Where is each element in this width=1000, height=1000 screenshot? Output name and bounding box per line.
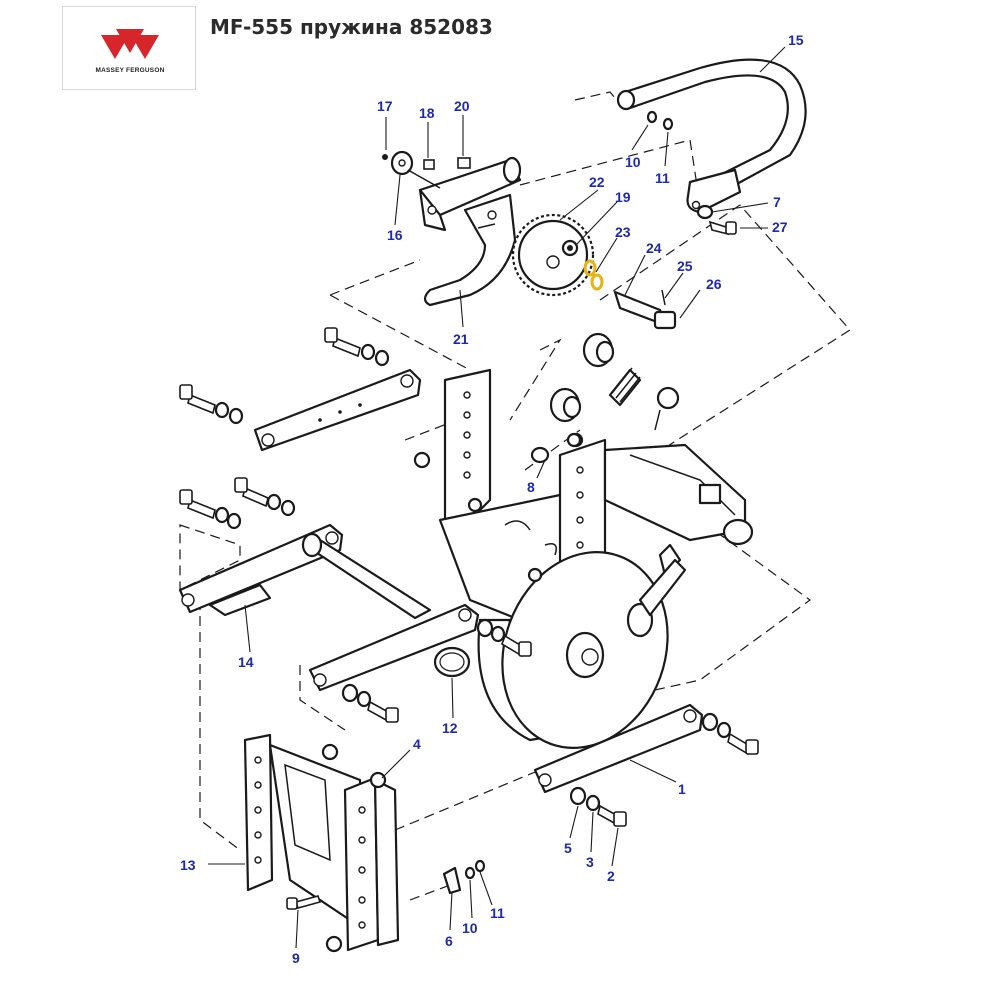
leader-lines	[208, 46, 786, 949]
upper-bracket	[418, 156, 522, 307]
upper-bracket-hardware	[382, 150, 471, 189]
mount-bracket	[243, 733, 400, 952]
callout-13: 13	[180, 857, 196, 873]
logo-text: MASSEY FERGUSON	[95, 67, 165, 74]
callout-4: 4	[413, 736, 421, 752]
callout-labels: 15 10 11 7 27 17 18 20 16 22 19 23 24 25…	[180, 32, 804, 966]
spring-assembly	[549, 332, 680, 448]
callout-17: 17	[377, 98, 393, 114]
sprocket-assembly	[511, 213, 677, 330]
callout-20: 20	[454, 98, 470, 114]
callout-10b: 10	[462, 920, 478, 936]
callout-14: 14	[238, 654, 254, 670]
upper-linkage	[603, 443, 754, 577]
callout-1: 1	[678, 781, 686, 797]
callout-5: 5	[564, 840, 572, 856]
callout-6: 6	[445, 933, 453, 949]
handle-hardware	[646, 110, 737, 236]
callout-27: 27	[772, 219, 788, 235]
callout-9: 9	[292, 950, 300, 966]
disc-wheel	[477, 551, 687, 749]
upper-link-plate	[253, 368, 422, 452]
callout-11: 11	[655, 170, 670, 186]
callout-3: 3	[586, 854, 594, 870]
callout-18: 18	[419, 105, 435, 121]
callout-10: 10	[625, 154, 641, 170]
callout-2: 2	[607, 868, 615, 884]
callout-22: 22	[589, 174, 605, 190]
callout-21: 21	[453, 331, 469, 347]
callout-26: 26	[706, 276, 722, 292]
handle-bar	[616, 58, 807, 214]
callout-25: 25	[677, 258, 693, 274]
callout-11b: 11	[490, 905, 505, 921]
callout-19: 19	[615, 189, 631, 205]
clamp	[433, 646, 471, 678]
massey-ferguson-triangles-icon	[101, 29, 159, 59]
brand-logo: MASSEY FERGUSON	[62, 6, 196, 90]
callout-7: 7	[773, 194, 781, 210]
callout-23: 23	[615, 224, 631, 240]
callout-12: 12	[442, 720, 458, 736]
lower-link-plates	[178, 523, 704, 794]
callout-15: 15	[788, 32, 804, 48]
callout-16: 16	[387, 227, 403, 243]
callout-8: 8	[527, 479, 535, 495]
callout-24: 24	[646, 240, 662, 256]
page-title: MF-555 пружина 852083	[210, 15, 493, 39]
fasteners	[179, 327, 759, 953]
